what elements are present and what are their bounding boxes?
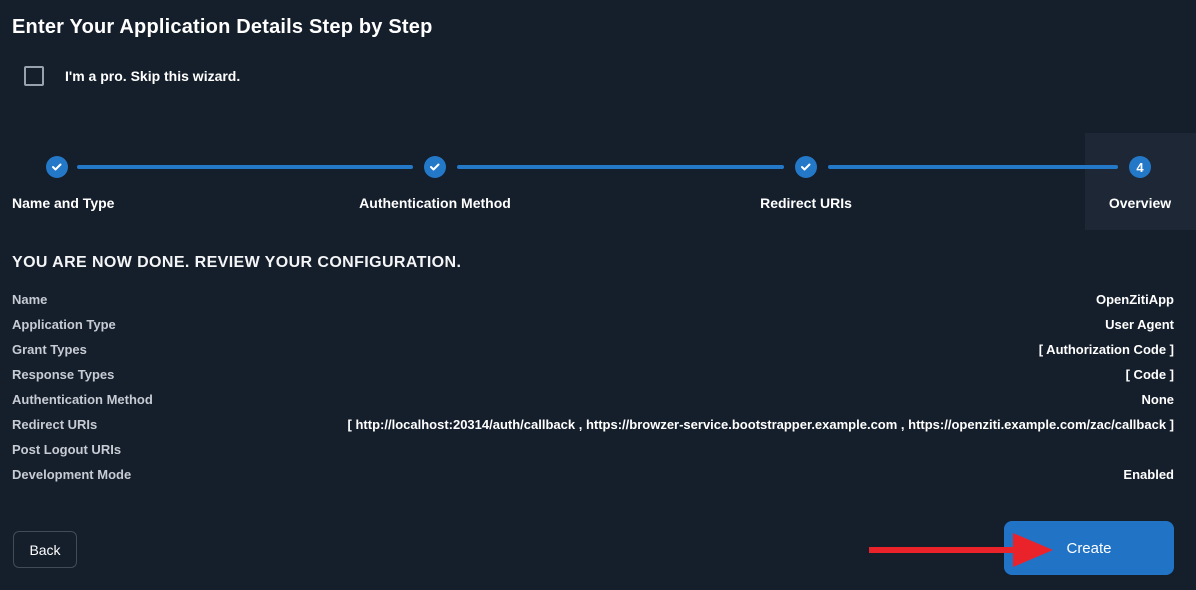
row-label: Response Types <box>12 367 115 382</box>
review-row-post-logout-uris: Post Logout URIs <box>12 437 1174 462</box>
review-row-authentication-method: Authentication Method None <box>12 387 1174 412</box>
row-value: None <box>1141 392 1175 407</box>
step-label-overview: Overview <box>1108 195 1172 211</box>
step-1-indicator[interactable] <box>46 156 68 178</box>
review-row-redirect-uris: Redirect URIs [ http://localhost:20314/a… <box>12 412 1174 437</box>
row-label: Application Type <box>12 317 116 332</box>
review-row-response-types: Response Types [ Code ] <box>12 362 1174 387</box>
review-row-application-type: Application Type User Agent <box>12 312 1174 337</box>
review-row-grant-types: Grant Types [ Authorization Code ] <box>12 337 1174 362</box>
check-icon <box>52 163 62 171</box>
row-value: [ Code ] <box>1125 367 1174 382</box>
review-row-name: Name OpenZitiApp <box>12 287 1174 312</box>
skip-wizard-checkbox[interactable] <box>24 66 44 86</box>
skip-wizard-row[interactable]: I'm a pro. Skip this wizard. <box>24 66 240 86</box>
row-value: [ Authorization Code ] <box>1038 342 1174 357</box>
step-4-badge: 4 <box>1136 159 1144 175</box>
stepper-connector <box>828 165 1118 169</box>
review-row-development-mode: Development Mode Enabled <box>12 462 1174 487</box>
step-label-name-and-type: Name and Type <box>12 195 115 211</box>
skip-wizard-label[interactable]: I'm a pro. Skip this wizard. <box>65 68 241 84</box>
stepper-connector <box>457 165 784 169</box>
step-label-authentication-method: Authentication Method <box>359 195 511 211</box>
check-icon <box>430 163 440 171</box>
stepper-connector <box>77 165 413 169</box>
row-value: OpenZitiApp <box>1096 292 1174 307</box>
row-value: Enabled <box>1123 467 1174 482</box>
wizard-stepper: 4 Name and Type Authentication Method Re… <box>0 133 1196 233</box>
check-icon <box>801 163 811 171</box>
row-value: User Agent <box>1105 317 1174 332</box>
current-step-highlight <box>1085 133 1196 230</box>
row-label: Authentication Method <box>12 392 153 407</box>
page-title: Enter Your Application Details Step by S… <box>12 16 433 38</box>
row-label: Development Mode <box>12 467 132 482</box>
row-label: Post Logout URIs <box>12 442 122 457</box>
row-label: Grant Types <box>12 342 87 357</box>
step-label-redirect-uris: Redirect URIs <box>760 195 852 211</box>
review-heading: YOU ARE NOW DONE. REVIEW YOUR CONFIGURAT… <box>12 254 462 271</box>
step-2-indicator[interactable] <box>424 156 446 178</box>
row-value: [ http://localhost:20314/auth/callback ,… <box>347 417 1174 432</box>
back-button[interactable]: Back <box>13 531 77 568</box>
step-3-indicator[interactable] <box>795 156 817 178</box>
review-rows: Name OpenZitiApp Application Type User A… <box>12 287 1174 487</box>
create-button[interactable]: Create <box>1004 521 1174 575</box>
step-4-indicator[interactable]: 4 <box>1129 156 1151 178</box>
row-label: Name <box>12 292 48 307</box>
row-label: Redirect URIs <box>12 417 98 432</box>
